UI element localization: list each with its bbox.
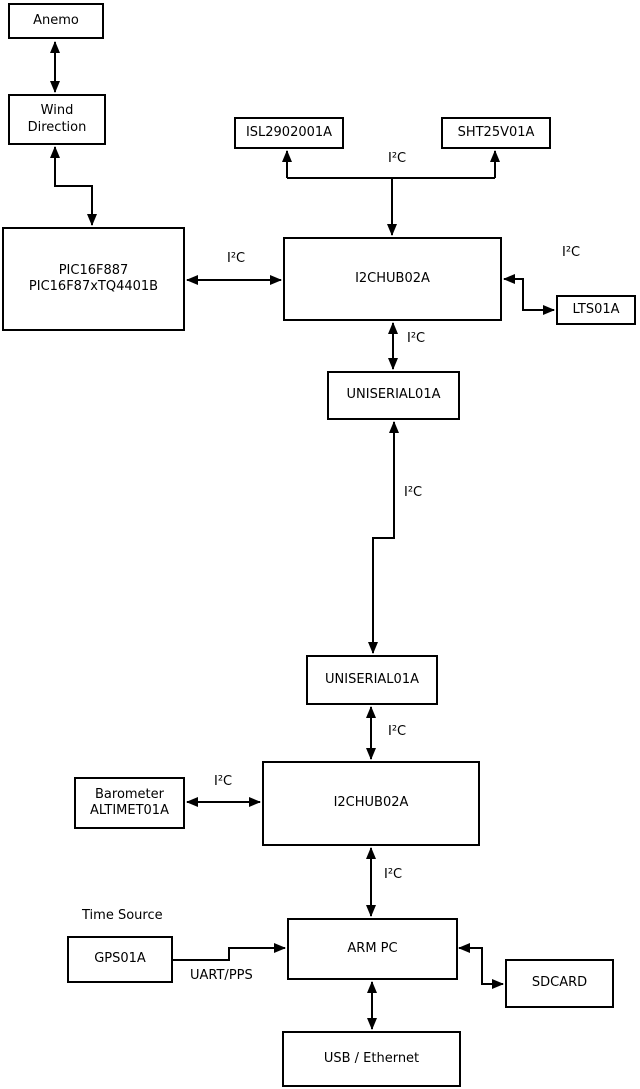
node-lts01a: LTS01A [556, 295, 636, 325]
node-pic16f887: PIC16F887 PIC16F87xTQ4401B [2, 227, 185, 331]
node-uniserial01a-upper: UNISERIAL01A [327, 371, 460, 420]
label-time-source: Time Source [82, 908, 163, 923]
node-sdcard: SDCARD [505, 959, 614, 1008]
edge-gps-armpc [173, 943, 286, 961]
node-anemo: Anemo [8, 3, 104, 39]
edge-uniserial1-uniserial2 [368, 421, 399, 654]
node-sht25v01a-label: SHT25V01A [457, 124, 535, 140]
label-uart-pps: UART/PPS [190, 968, 253, 983]
label-i2c-serial-link: I²C [404, 485, 423, 500]
node-barometer-line2: ALTIMET01A [90, 803, 169, 818]
node-sdcard-label: SDCARD [531, 975, 588, 991]
edge-armpc-sdcard [458, 943, 504, 989]
node-i2chub02a-lower-label: I2CHUB02A [333, 795, 409, 811]
node-wind-direction: Wind Direction [8, 94, 106, 145]
node-pic16f887-line2: PIC16F87xTQ4401B [28, 279, 159, 294]
label-i2c-barometer-hub2: I²C [214, 774, 233, 789]
node-anemo-label: Anemo [33, 12, 79, 28]
edge-wind-pic [50, 146, 97, 226]
node-usb-ethernet-label: USB / Ethernet [323, 1050, 420, 1066]
label-i2c-pic-hub1: I²C [227, 251, 246, 266]
label-i2c-hub1-uniserial1: I²C [407, 331, 426, 346]
node-usb-ethernet: USB / Ethernet [282, 1031, 461, 1087]
node-i2chub02a-upper-label: I2CHUB02A [355, 270, 430, 286]
node-pic16f887-line1: PIC16F887 [58, 262, 129, 278]
label-i2c-uniserial2-hub2: I²C [388, 724, 407, 739]
node-arm-pc: ARM PC [287, 918, 458, 980]
node-uniserial01a-lower-label: UNISERIAL01A [325, 671, 419, 687]
label-i2c-hub2-armpc: I²C [384, 867, 403, 882]
node-isl2902001a-label: ISL2902001A [245, 124, 333, 140]
node-wind-direction-line2: Direction [27, 119, 87, 135]
node-uniserial01a-lower: UNISERIAL01A [306, 655, 438, 705]
label-i2c-sensor-bus: I²C [388, 151, 407, 166]
node-sht25v01a: SHT25V01A [441, 117, 551, 149]
node-gps01a-label: GPS01A [94, 951, 146, 967]
node-i2chub02a-upper: I2CHUB02A [283, 237, 502, 321]
node-isl2902001a: ISL2902001A [234, 117, 344, 149]
node-uniserial01a-upper-label: UNISERIAL01A [346, 387, 441, 403]
node-lts01a-label: LTS01A [572, 301, 620, 317]
node-barometer: Barometer ALTIMET01A [74, 777, 185, 829]
node-i2chub02a-lower: I2CHUB02A [262, 761, 480, 846]
node-gps01a: GPS01A [67, 936, 173, 983]
node-wind-direction-line1: Wind [40, 103, 74, 119]
edge-hub1-lts [503, 274, 555, 315]
node-arm-pc-label: ARM PC [347, 940, 398, 956]
label-i2c-lts: I²C [562, 245, 581, 260]
node-barometer-line1: Barometer [95, 786, 164, 802]
